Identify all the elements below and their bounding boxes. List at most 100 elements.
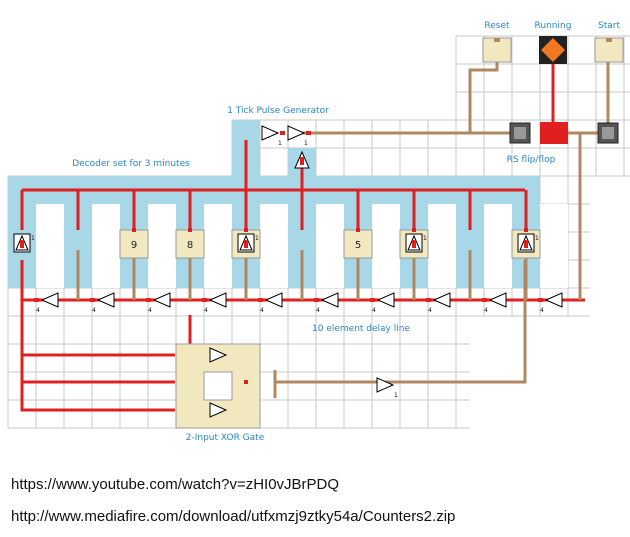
delay-repeater: 4 bbox=[202, 292, 227, 314]
reset-button bbox=[482, 37, 512, 63]
torch-core bbox=[244, 240, 248, 248]
repeater-delay-label: 1 bbox=[394, 392, 398, 399]
running-lamp bbox=[539, 36, 567, 64]
repeater-arrow bbox=[208, 292, 227, 308]
piston bbox=[509, 122, 531, 144]
delay-repeater: 4 bbox=[34, 292, 59, 314]
block-dot bbox=[524, 228, 528, 232]
decoder-digit-block: 9 bbox=[119, 228, 149, 259]
repeater-delay-label: 4 bbox=[484, 307, 488, 314]
repeater-pin bbox=[538, 298, 543, 302]
water-gap bbox=[260, 204, 288, 288]
xor-gate-label: 2-Input XOR Gate bbox=[186, 433, 265, 443]
repeater-delay-label: 4 bbox=[36, 307, 40, 314]
water-gap bbox=[372, 204, 400, 288]
youtube-link[interactable]: https://www.youtube.com/watch?v=zHI0vJBr… bbox=[11, 476, 340, 493]
start-label: Start bbox=[598, 21, 620, 31]
repeater-delay-label: 4 bbox=[316, 307, 320, 314]
block-dot bbox=[244, 228, 248, 232]
decoder-digit-block: 8 bbox=[175, 228, 205, 259]
start-button bbox=[594, 37, 624, 63]
repeater-delay-label: 4 bbox=[92, 307, 96, 314]
torch-label: 1 bbox=[255, 235, 259, 242]
repeater-arrow bbox=[376, 292, 395, 308]
repeater-pin bbox=[314, 298, 319, 302]
torch-core bbox=[524, 240, 528, 248]
redstone-wire bbox=[275, 260, 527, 384]
water-gap bbox=[148, 204, 176, 288]
rs-flipflop-label: RS flip/flop bbox=[507, 155, 556, 165]
repeater-pin bbox=[426, 298, 431, 302]
decoder-digit: 5 bbox=[355, 240, 361, 251]
repeater-pin bbox=[370, 298, 375, 302]
redstone-torch: 1 bbox=[13, 233, 35, 253]
repeater-arrow bbox=[287, 125, 306, 141]
pulse-repeater: 1 bbox=[287, 125, 311, 147]
redstone-torch: 1 bbox=[237, 233, 259, 253]
lamp-glow bbox=[541, 38, 565, 62]
repeater-pin bbox=[146, 298, 151, 302]
xor-dot bbox=[244, 380, 248, 384]
redstone-circuit-diagram: 19871541214444444444111 Reset Running St… bbox=[7, 21, 630, 443]
redstone-wire bbox=[20, 260, 175, 412]
button-face bbox=[494, 38, 500, 42]
redstone-torch: 1 bbox=[517, 233, 539, 253]
repeater-pin bbox=[280, 131, 285, 135]
redstone-torch: 1 bbox=[405, 233, 427, 253]
delay-repeater: 4 bbox=[90, 292, 115, 314]
repeater-delay-label: 4 bbox=[260, 307, 264, 314]
repeater-arrow bbox=[264, 292, 283, 308]
repeater-arrow bbox=[152, 292, 171, 308]
repeater-delay-label: 4 bbox=[372, 307, 376, 314]
block-dot bbox=[356, 228, 360, 232]
block-dot bbox=[188, 228, 192, 232]
pulse-repeater: 1 bbox=[261, 125, 285, 147]
mediafire-link[interactable]: http://www.mediafire.com/download/utfxmz… bbox=[11, 508, 456, 525]
delay-repeater: 4 bbox=[538, 292, 563, 314]
block bbox=[343, 229, 373, 259]
water-gap bbox=[204, 204, 232, 288]
repeater-arrow bbox=[488, 292, 507, 308]
block-dot bbox=[412, 228, 416, 232]
piston bbox=[597, 122, 619, 144]
repeater-arrow bbox=[376, 377, 395, 393]
decoder-water-background bbox=[8, 120, 568, 288]
repeater-arrow bbox=[96, 292, 115, 308]
repeater-pin bbox=[202, 298, 207, 302]
torch-label: 1 bbox=[535, 235, 539, 242]
pulse-generator-label: 1 Tick Pulse Generator bbox=[227, 106, 329, 116]
water-gap bbox=[540, 204, 568, 288]
xor-gate bbox=[175, 343, 261, 429]
torch-core bbox=[300, 157, 304, 165]
components: 19871541214444444444111 bbox=[13, 36, 624, 429]
repeater-pin bbox=[90, 298, 95, 302]
torch-core bbox=[20, 240, 24, 248]
repeater-delay-label: 4 bbox=[428, 307, 432, 314]
block-dot bbox=[132, 228, 136, 232]
xor-repeater bbox=[209, 347, 228, 363]
repeater-delay-label: 4 bbox=[148, 307, 152, 314]
repeater-arrow bbox=[40, 292, 59, 308]
torch-label: 1 bbox=[31, 235, 35, 242]
water-gap bbox=[316, 204, 344, 288]
repeater-delay-label: 4 bbox=[540, 307, 544, 314]
water-gap bbox=[36, 204, 64, 288]
xor-repeater bbox=[209, 402, 228, 418]
torch-core bbox=[412, 240, 416, 248]
flipflop-redstone-block bbox=[540, 122, 568, 144]
repeater-arrow bbox=[261, 125, 280, 141]
repeater-delay-label: 4 bbox=[204, 307, 208, 314]
repeater-pin bbox=[482, 298, 487, 302]
decoder-digit: 8 bbox=[187, 240, 193, 251]
decoder-digit: 9 bbox=[131, 240, 137, 251]
running-label: Running bbox=[535, 21, 572, 31]
reset-label: Reset bbox=[484, 21, 510, 31]
decoder-digit-block: 5 bbox=[343, 228, 373, 259]
wiring bbox=[20, 60, 610, 412]
button-face bbox=[606, 38, 612, 42]
feedback-repeater: 1 bbox=[376, 377, 398, 399]
block bbox=[175, 229, 205, 259]
delay-line-label: 10 element delay line bbox=[312, 324, 410, 334]
water-gap bbox=[428, 204, 456, 288]
repeater-arrow bbox=[320, 292, 339, 308]
